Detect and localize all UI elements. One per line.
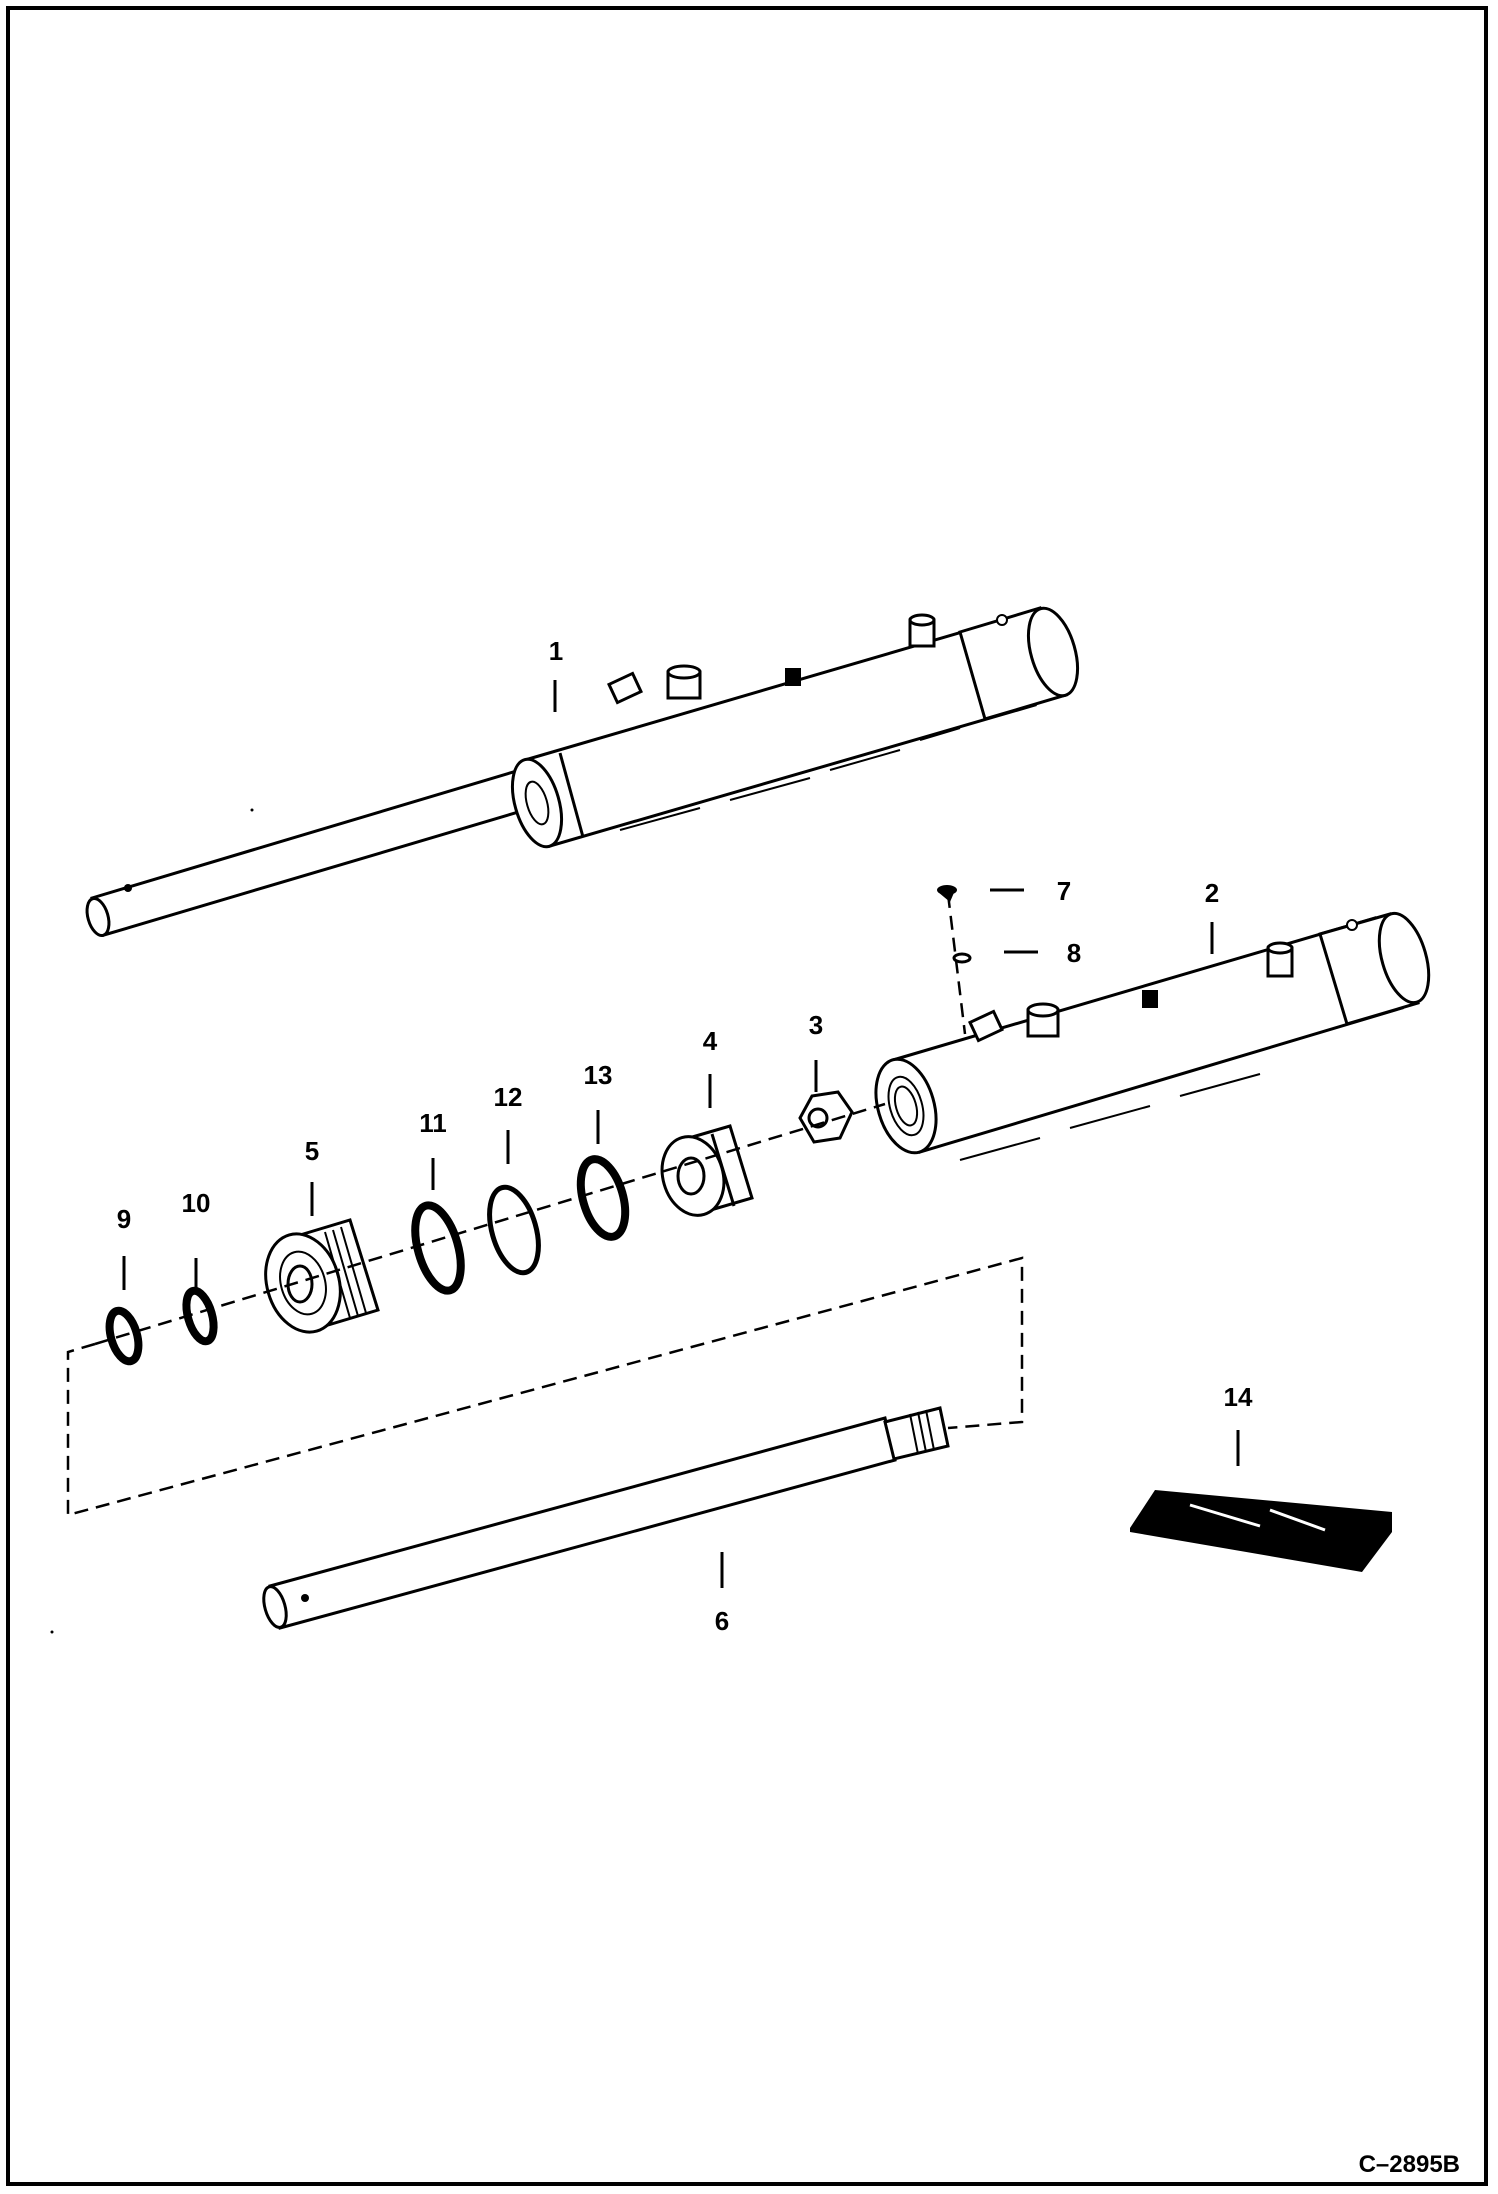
grease-packet-part-14 xyxy=(1130,1490,1392,1572)
callout-14: 14 xyxy=(1224,1382,1253,1412)
o-ring-part-8 xyxy=(952,952,972,964)
callout-8: 8 xyxy=(1067,938,1081,968)
callout-7: 7 xyxy=(1057,876,1071,906)
callout-2: 2 xyxy=(1205,878,1219,908)
backup-ring-part-11 xyxy=(411,1201,465,1295)
plug-part-7 xyxy=(937,885,957,902)
head-part-5 xyxy=(264,1218,380,1334)
leader-lines xyxy=(122,680,1240,1588)
callout-12: 12 xyxy=(494,1082,523,1112)
drawing-code: C–2895B xyxy=(1359,2151,1460,2178)
barrel-part-2 xyxy=(874,911,1431,1161)
callout-6: 6 xyxy=(715,1606,729,1636)
rod-part-6 xyxy=(262,1406,950,1630)
callout-4: 4 xyxy=(703,1026,718,1056)
callout-1: 1 xyxy=(549,636,563,666)
callout-13: 13 xyxy=(584,1060,613,1090)
assembly-path-lines xyxy=(66,893,1024,1517)
nut-part-3 xyxy=(798,1090,854,1144)
wiper-part-10 xyxy=(182,1286,218,1346)
callout-11: 11 xyxy=(419,1108,447,1138)
cylinder-assembly-part-1 xyxy=(85,606,1080,937)
piston-part-4 xyxy=(660,1124,754,1217)
o-ring-part-12 xyxy=(487,1184,541,1276)
drawing-frame xyxy=(6,6,1488,2186)
callout-10: 10 xyxy=(182,1188,211,1218)
callout-5: 5 xyxy=(305,1136,319,1166)
callout-9: 9 xyxy=(117,1204,131,1234)
callout-3: 3 xyxy=(809,1010,823,1040)
seal-part-13 xyxy=(576,1155,630,1241)
